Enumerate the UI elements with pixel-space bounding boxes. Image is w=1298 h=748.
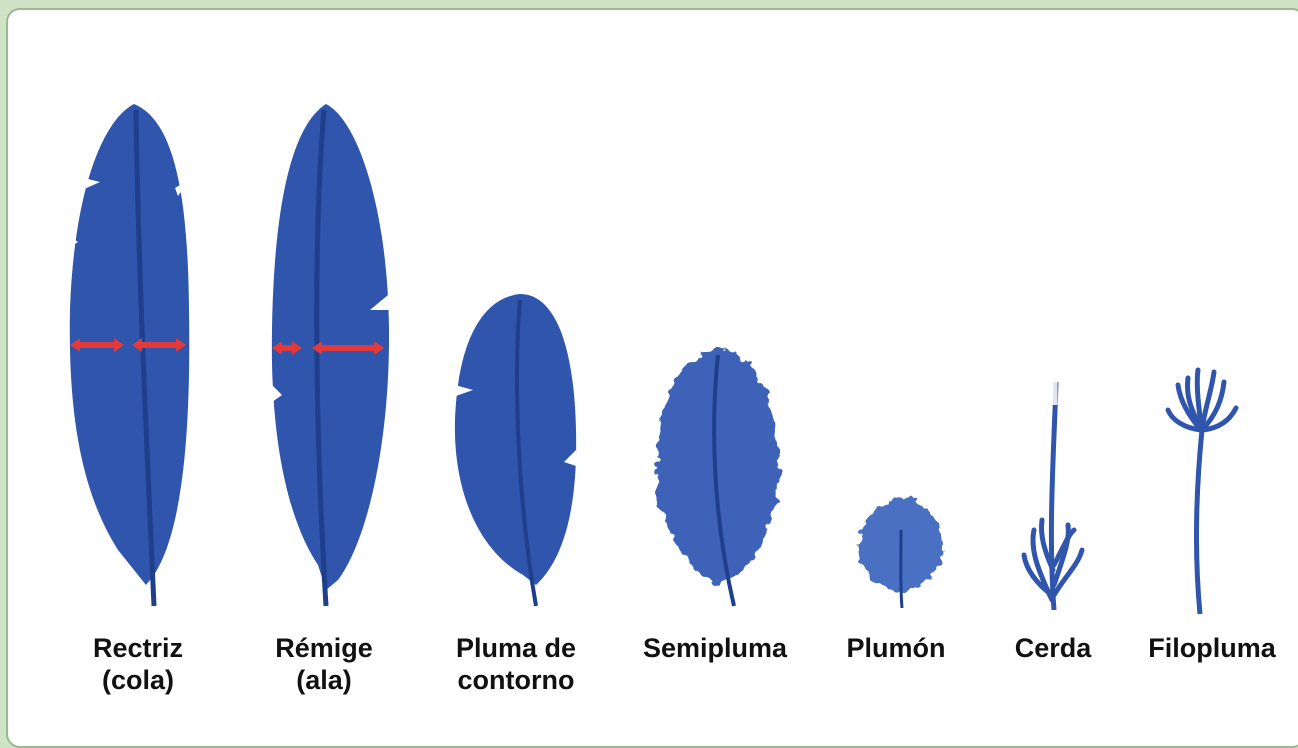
semipluma-feather <box>656 348 778 606</box>
label-plumon: Plumón <box>826 632 966 664</box>
label-semipluma: Semipluma <box>620 632 810 664</box>
label-cerda: Cerda <box>998 632 1108 664</box>
label-rectriz: Rectriz(cola) <box>68 632 208 696</box>
filopluma-feather <box>1168 370 1236 614</box>
cerda-feather <box>1024 382 1082 610</box>
contorno-feather <box>455 294 576 606</box>
plumon-feather <box>858 498 943 608</box>
label-filopluma: Filopluma <box>1132 632 1292 664</box>
rectriz-feather <box>68 104 189 606</box>
remige-feather <box>272 104 390 606</box>
label-remige: Rémige(ala) <box>254 632 394 696</box>
